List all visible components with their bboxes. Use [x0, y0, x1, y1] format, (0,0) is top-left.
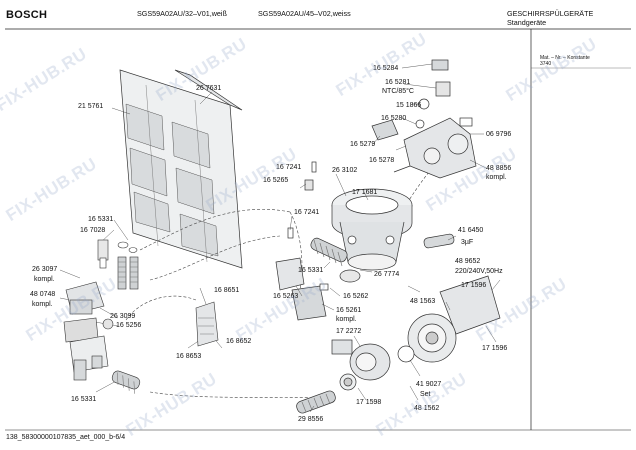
- part-label: 48 1562: [414, 405, 439, 412]
- part-label: 26 3099: [110, 313, 135, 320]
- appliance-subcategory: Standgeräte: [507, 18, 547, 27]
- part-label: 16 8652: [226, 338, 251, 345]
- part-label: 16 8651: [214, 287, 239, 294]
- part-label: 16 5278: [369, 157, 394, 164]
- brand-logo: BOSCH: [6, 9, 48, 21]
- hose-springs-left: [63, 239, 219, 394]
- part-label: 48 0748: [30, 291, 55, 298]
- part-label: 17 1596: [482, 345, 507, 352]
- part-label: 16 5280: [381, 115, 406, 122]
- circulation-pump-drawing: [296, 275, 501, 414]
- part-label: 16 7028: [80, 227, 105, 234]
- model-number-1: SGS59A02AU/32–V01,weiß: [137, 9, 227, 18]
- part-label: 16 5262: [343, 293, 368, 300]
- part-label: 16 5331: [298, 267, 323, 274]
- part-label: 41 6450: [458, 227, 483, 234]
- part-label: 15 1866: [396, 102, 421, 109]
- flow-heater-assembly-drawing: [371, 59, 477, 179]
- appliance-category: GESCHIRRSPÜLGERÄTE: [507, 9, 594, 18]
- part-label: kompl.: [34, 276, 55, 283]
- part-label: 48 1563: [410, 298, 435, 305]
- part-label: 16 7241: [294, 209, 319, 216]
- part-label: kompl.: [486, 174, 507, 181]
- part-label: 16 5284: [373, 65, 398, 72]
- part-label: 220/240V,50Hz: [455, 268, 503, 275]
- part-label: 16 5281: [385, 79, 410, 86]
- part-label: kompl.: [336, 316, 357, 323]
- part-label: 26 7774: [374, 271, 399, 278]
- material-info: Mat. – Nr. – Konstante 3740: [540, 55, 590, 67]
- part-label: 06 9796: [486, 131, 511, 138]
- part-label: 17 1681: [352, 189, 377, 196]
- part-label: 17 1598: [356, 399, 381, 406]
- part-label: 16 5263: [273, 293, 298, 300]
- part-label: 16 5279: [350, 141, 375, 148]
- part-label: 26 7631: [196, 85, 221, 92]
- part-label: 26 3097: [32, 266, 57, 273]
- sump-assembly-drawing: [275, 161, 413, 321]
- part-label: 17 2272: [336, 328, 361, 335]
- part-label: 16 5331: [71, 396, 96, 403]
- part-label: 16 5261: [336, 307, 361, 314]
- material-info-line1: Mat. – Nr. – Konstante: [540, 55, 590, 61]
- part-label: 48 9652: [455, 258, 480, 265]
- part-label: 16 5331: [88, 216, 113, 223]
- part-label: NTC/85°C: [382, 87, 414, 95]
- part-label: 21 5761: [78, 103, 103, 110]
- part-labels: 26 7631 21 5761 16 5331 16 7028 26 3097 …: [30, 65, 511, 423]
- part-label: 29 8556: [298, 416, 323, 423]
- back-panel-drawing: [119, 69, 243, 269]
- part-label: 41 9027: [416, 381, 441, 388]
- part-label: 16 5265: [263, 177, 288, 184]
- part-label: 26 3102: [332, 167, 357, 174]
- part-label: 16 5256: [116, 322, 141, 329]
- leader-lines-right: [289, 63, 501, 413]
- capacitor-drawing: [423, 233, 455, 249]
- document-reference: 138_58300000107835_aet_000_b-6/4: [6, 434, 126, 441]
- material-info-line2: 3740: [540, 61, 552, 67]
- part-label: 3µF: [461, 239, 473, 246]
- part-label: Set: [420, 391, 431, 398]
- part-label: kompl.: [32, 301, 53, 308]
- part-label: 16 7241: [276, 164, 301, 171]
- part-label: 48 8856: [486, 165, 511, 172]
- model-number-2: SGS59A02AU/45–V02,weiss: [258, 9, 351, 18]
- part-label: 17 1596: [461, 282, 486, 289]
- part-label: 16 8653: [176, 353, 201, 360]
